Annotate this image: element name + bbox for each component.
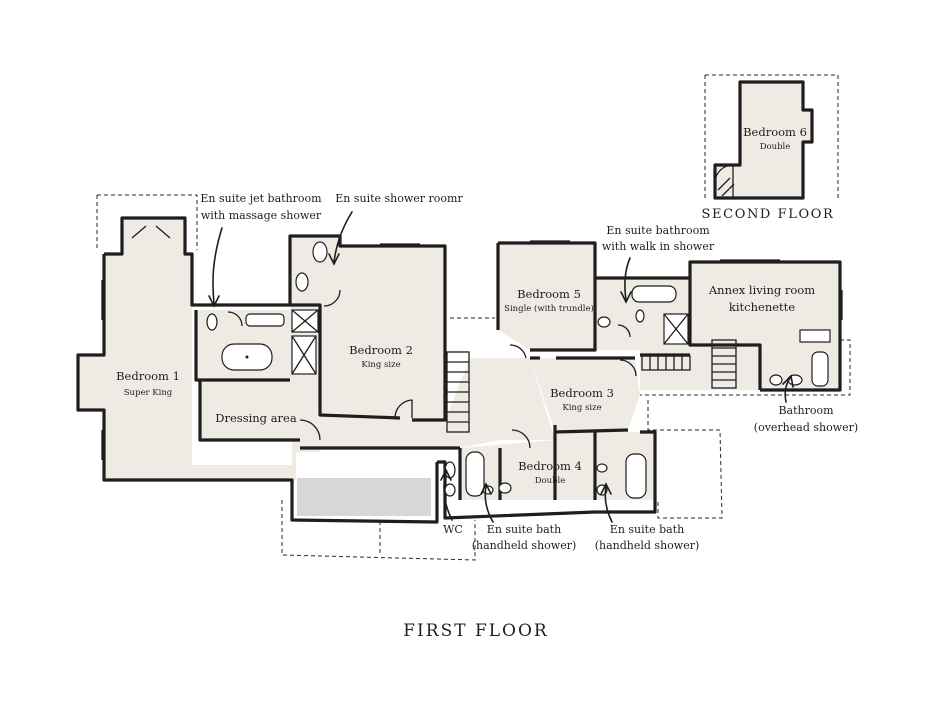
bathroom-note-line1: Bathroom <box>778 404 834 417</box>
ensuite-bath-a-line2: (handheld shower) <box>472 539 577 552</box>
shower-room-note: En suite shower roomr <box>335 192 463 205</box>
jet-bath-arrow <box>208 227 223 308</box>
bedroom-4-label: Bedroom 4 <box>518 459 582 473</box>
staircase <box>446 339 737 433</box>
bathroom-arrow <box>782 374 794 403</box>
shower-room-arrow <box>328 211 353 266</box>
second-floor-title: SECOND FLOOR <box>702 207 835 222</box>
bedroom-4-detail: Double <box>535 476 566 486</box>
bedroom-1-label: Bedroom 1 <box>116 369 180 383</box>
ensuite-bath-b-arrow <box>600 482 613 523</box>
bedroom-6-detail: Double <box>760 142 791 152</box>
ensuite-bath-b-line2: (handheld shower) <box>595 539 700 552</box>
bedroom-5-detail: Single (with trundle) <box>504 303 594 314</box>
walk-in-note-line2: with walk in shower <box>602 240 715 253</box>
annex-area <box>690 262 840 390</box>
annex-label-line2: kitchenette <box>729 300 795 314</box>
jet-bath-note-line2: with massage shower <box>201 209 322 222</box>
dressing-area-label: Dressing area <box>215 411 297 425</box>
bathroom-fixtures <box>206 241 831 499</box>
wc-arrow <box>440 468 453 521</box>
bedroom-3-area <box>530 358 640 432</box>
walk-in-arrow <box>620 257 632 304</box>
first-floor-title: FIRST FLOOR <box>403 621 548 641</box>
bedroom-5-label: Bedroom 5 <box>517 287 581 301</box>
bedroom-4-area <box>460 425 595 500</box>
bedroom-1-area <box>104 254 320 480</box>
windows <box>101 240 843 460</box>
bedroom-2-detail: King size <box>361 360 400 370</box>
jet-bath-note-line1: En suite jet bathroom <box>200 192 322 205</box>
bedroom-5-area <box>498 243 595 350</box>
bedroom-6-label: Bedroom 6 <box>743 125 807 139</box>
annex-label-line1: Annex living room <box>708 283 815 297</box>
ensuite-bath-a-arrow <box>480 482 494 523</box>
second-floor-plan <box>713 80 814 200</box>
door-swings <box>131 225 637 449</box>
bedroom-2-area <box>290 236 445 420</box>
wc-note: WC <box>443 523 463 536</box>
first-floor-plan <box>76 216 843 524</box>
terrace-outlines <box>96 74 851 561</box>
ensuite-bath-a-line1: En suite bath <box>487 523 561 536</box>
bedroom-3-label: Bedroom 3 <box>550 386 614 400</box>
bedroom-3-detail: King size <box>562 403 601 413</box>
bedroom-1-detail: Super King <box>124 388 173 398</box>
ensuite-bath-b-line1: En suite bath <box>610 523 684 536</box>
bathroom-note-line2: (overhead shower) <box>754 421 858 434</box>
walk-in-note-line1: En suite bathroom <box>606 224 710 237</box>
bedroom-2-label: Bedroom 2 <box>349 343 413 357</box>
